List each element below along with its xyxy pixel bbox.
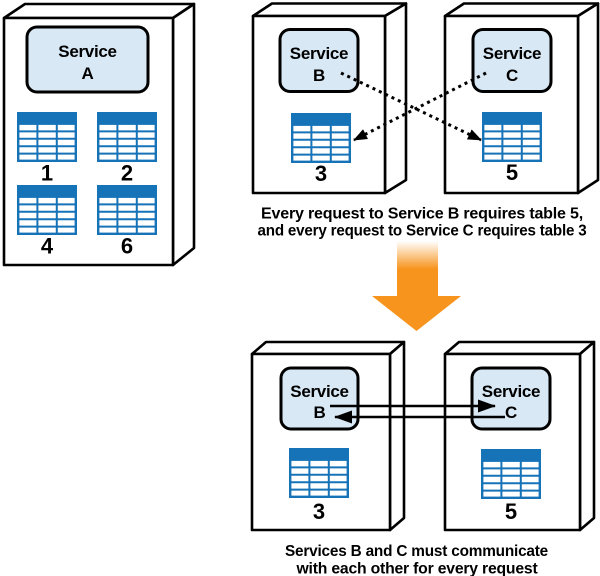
server-box-c-bottom: Service C 5	[443, 340, 596, 532]
table-5-icon-bottom	[481, 449, 541, 499]
server-box-b-bottom: Service B 3	[250, 340, 406, 532]
service-c-box-top	[471, 28, 553, 93]
top-caption-line2: and every request to Service C requires …	[258, 223, 588, 240]
server-box-b-top: Service B 3	[251, 2, 408, 195]
table-4-icon	[17, 184, 78, 236]
service-b-letter-top: B	[313, 66, 325, 85]
service-c-box-bottom	[470, 366, 552, 431]
service-b-name-bottom: Service	[290, 382, 348, 401]
service-b-name-top: Service	[290, 44, 348, 63]
box-b2-top-face	[250, 340, 406, 356]
table-3-icon-top	[291, 112, 351, 164]
table-5-icon-top	[482, 111, 542, 163]
bottom-caption: Services B and C must communicate with e…	[285, 543, 549, 576]
table-6-icon	[96, 184, 158, 236]
service-c-letter-bottom: C	[505, 403, 517, 422]
box-b-right-face	[383, 2, 408, 195]
table-6-label: 6	[121, 234, 133, 259]
box-b-top-face	[251, 2, 408, 18]
box-c-right-face	[576, 2, 600, 195]
top-caption-line1: Every request to Service B requires tabl…	[261, 206, 583, 223]
service-b-box-top	[278, 28, 360, 93]
table-2-label: 2	[121, 161, 133, 186]
table-3-label-bottom: 3	[313, 499, 325, 524]
table-5-label-top: 5	[506, 160, 518, 185]
service-c-name-top: Service	[483, 44, 541, 63]
transform-arrow	[372, 240, 461, 331]
table-1-icon	[17, 111, 78, 163]
box-c2-right-face	[578, 340, 596, 532]
service-b-letter-bottom: B	[314, 403, 326, 422]
service-c-letter-top: C	[506, 66, 518, 85]
service-a-letter: A	[82, 64, 94, 83]
service-a-name: Service	[58, 42, 116, 61]
box-a-right-face	[171, 2, 196, 267]
dotted-arrow-b-to-table5	[340, 71, 482, 142]
server-box-c-top: Service C 5	[443, 2, 600, 195]
box-b2-right-face	[388, 340, 406, 532]
top-caption: Every request to Service B requires tabl…	[258, 206, 588, 240]
box-c2-top-face	[443, 340, 596, 356]
table-3-icon-bottom	[289, 448, 349, 498]
bottom-caption-line2: with each other for every request	[295, 561, 537, 576]
box-c-top-face	[443, 2, 600, 18]
table-5-label-bottom: 5	[505, 499, 517, 524]
box-a-top-face	[2, 2, 196, 20]
table-4-label: 4	[41, 234, 54, 259]
table-3-label-top: 3	[315, 161, 327, 186]
service-a-box	[25, 25, 150, 94]
server-box-a: Service A 1 2 4 6	[2, 2, 196, 267]
table-2-icon	[96, 111, 158, 163]
table-1-label: 1	[41, 161, 53, 186]
bottom-caption-line1: Services B and C must communicate	[285, 543, 549, 560]
service-c-name-bottom: Service	[482, 382, 540, 401]
